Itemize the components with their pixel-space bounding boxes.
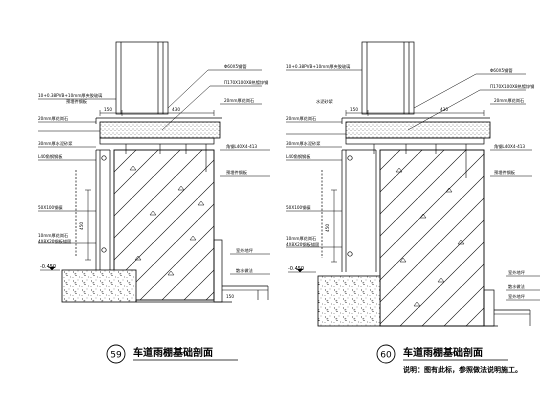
detail-60-caption: 车道雨棚基础剖面 [403,346,483,359]
callout-embed-r: 预埋件钢板 [226,169,248,176]
callout-angle-40: L40角钢钢板 [38,153,63,160]
callout-steel-50: 50X100钢檩 [38,204,63,211]
detail-59-caption: 车道雨棚基础剖面 [133,346,213,359]
callout-glass: 10+0.38PVB+10mm厚夹胶玻璃 [38,92,102,99]
glass-panels [115,41,169,115]
callout-stone-top-r: 20mm厚花岗石 [224,97,254,104]
callout-ground-r-60: 室外地坪 [508,269,525,276]
aggregate-marks [129,165,205,276]
dim-width: 430 [172,107,180,112]
glass-panels-60 [361,41,415,115]
dim-width-60: 430 [440,107,448,112]
callout-stone-10-60: 10mm厚花岗石 [286,235,316,242]
callout-steel-section: Π170X100X8热镀锌钢 [224,79,268,86]
callout-stone-top: 20mm厚花岗石 [38,115,68,122]
steel-beam [99,137,215,145]
detail-59-title: 59 车道雨棚基础剖面 [106,344,238,364]
detail-59: 10+0.38PVB+10mm厚夹胶玻璃 20mm厚花岗石 预埋件钢板 30mm… [38,41,270,364]
concrete-base-60 [317,275,381,327]
detail-60: 10+0.38PVB+10mm厚夹胶玻璃 20mm厚花岗石 水泥砂浆 30mm厚… [286,41,540,374]
cladding [75,149,111,270]
callout-stone-top-60: 20mm厚花岗石 [286,115,316,122]
aggregate-marks-60 [395,167,465,307]
dim-vertical-60: 450 [325,224,330,232]
callout-weep-60: 水泥砂浆 [316,98,334,105]
callout-mortar: 30mm厚水泥砂浆 [38,140,73,147]
concrete-base [61,269,137,303]
callout-steel-pipe-60: Φ60X5钢管 [490,67,513,74]
leaders-left-60 [286,69,362,248]
level-label-60: -0.450 [288,266,304,272]
callout-finish-r: 散水做法 [236,267,253,274]
granite-cap [99,121,221,139]
leaders-right [161,69,270,275]
detail-60-title: 60 车道雨棚基础剖面 说明：图有此标，参照做法说明施工。 [376,344,522,374]
detail-60-number: 60 [380,351,392,361]
leaders-left [38,98,116,244]
dim-vertical: 450 [79,222,84,230]
callout-ground-r: 室外地坪 [236,247,253,254]
dim-150b: 150 [226,294,234,299]
callout-bolts: 4X8X20钢板锚固 [38,238,71,245]
callout-angle-40-60: L40角钢钢板 [286,153,311,160]
callout-weep: 预埋件钢板 [66,98,88,105]
callout-steel-50-60: 50X100钢檩 [286,204,311,211]
callout-finish-r-60: 散水做法 [508,283,525,290]
level-label: -0.450 [40,264,56,270]
callout-angle-r: 角钢L40X4-413 [226,143,257,150]
callout-stone-10: 10mm厚花岗石 [38,232,68,239]
callout-embed-r-60: 预埋件钢板 [494,169,516,176]
callout-finish-r2-60: 室外地坪 [508,293,525,300]
detail-59-number: 59 [110,351,122,361]
callout-glass-60: 10+0.38PVB+10mm厚夹胶玻璃 [286,63,350,70]
dimensions-60 [288,110,485,273]
callout-stone-top-r-60: 20mm厚花岗石 [494,97,524,104]
dimensions [40,110,215,271]
leaders-right-60 [407,73,540,301]
detail-60-note: 说明：图有此标，参照做法说明施工。 [403,365,522,374]
callout-steel-section-60: Π170X100X8热镀锌钢 [490,83,534,90]
callout-mortar-60: 30mm厚水泥砂浆 [286,140,321,147]
callout-steel-pipe: Φ60X5钢管 [224,63,247,70]
callout-angle-r-60: 角钢L40X4-413 [494,143,525,150]
callout-bolts-60: 4X8X20钢板锚固 [286,241,319,248]
steel-beam-60 [345,137,485,145]
column-body-60 [379,149,485,327]
dim-small: 150 [104,107,112,112]
dim-small-60: 150 [350,107,358,112]
